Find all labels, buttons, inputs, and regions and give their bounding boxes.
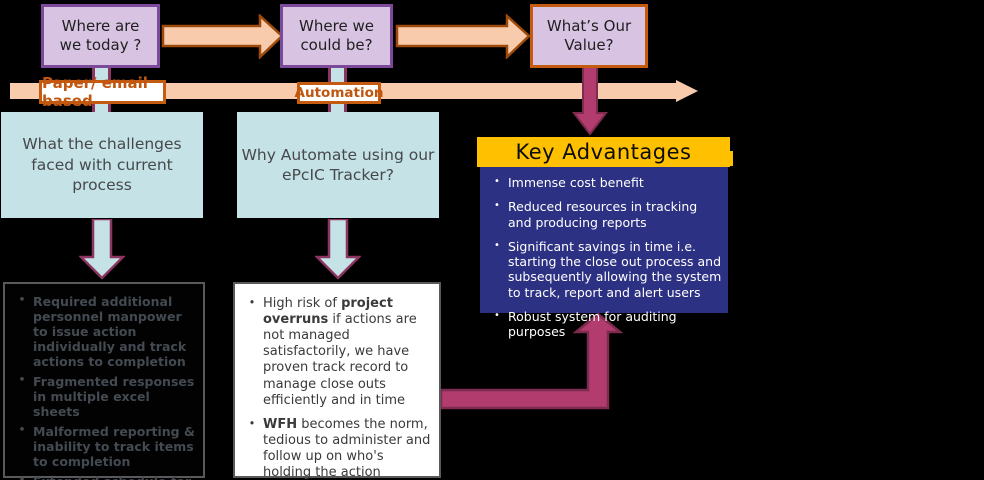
arrow-today-to-future-icon — [161, 14, 284, 59]
bullet-item: • Reduced resources in tracking and produ… — [486, 199, 722, 230]
bullet-text-bold-segment: WFH — [263, 416, 298, 432]
bullet-marker-icon: • — [494, 309, 500, 321]
bullet-text-segment: Robust system for auditing purposes — [508, 308, 677, 339]
bullet-item: • High risk of project overruns if action… — [241, 296, 435, 409]
key-advantages-body: • Immense cost benefit • Reduced resources … — [480, 167, 728, 339]
bullet-item: • Malformed reporting & inability to trac… — [11, 423, 199, 469]
challenges-list-box: • Required additional personnel manpower … — [3, 282, 205, 480]
bullet-text: Required additional personnel manpower t… — [33, 294, 199, 369]
bullet-marker-icon: • — [494, 200, 500, 212]
bullet-text: Malformed reporting & inability to track… — [33, 424, 199, 469]
bullet-item: • Fragmented responses in multiple excel … — [11, 373, 199, 419]
bullet-text-segment: if actions are not managed satisfactoril… — [263, 312, 417, 408]
bullet-text: WFH becomes the norm, tedious to adminis… — [263, 417, 435, 480]
bullet-marker-icon: • — [248, 296, 256, 309]
key-advantages-notch — [727, 151, 733, 166]
bullet-item: • WFH becomes the norm, tedious to admini… — [241, 417, 435, 480]
advantages-list: • Immense cost benefit • Reduced resources … — [480, 167, 728, 339]
stage-box-value: What’s Our Value? — [530, 4, 648, 68]
key-advantages-header: Key Advantages — [477, 137, 730, 167]
bullet-marker-icon: • — [494, 176, 500, 187]
bullet-item: • Immense cost benefit — [486, 175, 722, 190]
bullet-text-segment: High risk of — [263, 296, 342, 311]
question-box-challenges: What the challenges faced with current p… — [1, 112, 203, 218]
question-box-why-automate: Why Automate using our ePcIC Tracker? — [237, 112, 439, 218]
bullet-text: Immense cost benefit — [508, 175, 722, 190]
bullet-text: Fragmented responses in multiple excel s… — [33, 374, 199, 419]
band-label-paper-email: Paper/ email based — [39, 74, 166, 110]
bullet-item: • Robust system for auditing purposes — [486, 309, 722, 340]
bullet-text-bold-segment: Malformed reporting & inability to track… — [33, 424, 195, 469]
bullet-marker-icon: • — [18, 293, 26, 306]
bullet-text: High risk of project overruns if actions… — [263, 296, 435, 409]
challenges-list: • Required additional personnel manpower … — [5, 284, 203, 480]
stage-box-future: Where we could be? — [280, 4, 393, 68]
bullet-text-bold-segment: project overruns — [263, 296, 393, 328]
bullet-item: • Significant savings in time i.e. starti… — [486, 239, 722, 300]
reasons-list-box: • High risk of project overruns if action… — [233, 282, 441, 480]
bullet-item: • Required additional personnel manpower … — [11, 293, 199, 369]
stage-box-today: Where are we today ? — [41, 4, 160, 68]
bullet-text-segment: Immense cost benefit — [508, 175, 644, 190]
bullet-text: Reduced resources in tracking and produc… — [508, 199, 722, 230]
bullet-text-bold-segment: Fragmented responses in multiple excel s… — [33, 374, 195, 419]
bullet-marker-icon: • — [18, 423, 26, 436]
bullet-text: Extended schedule for closing out 100’s … — [33, 474, 199, 480]
bullet-marker-icon: • — [248, 416, 256, 430]
bullet-item: • Extended schedule for closing out 100’s… — [11, 473, 199, 480]
elbow-arrow-to-advantages-icon — [441, 312, 624, 410]
bullet-marker-icon: • — [494, 239, 500, 251]
bullet-text-bold-segment: Required additional personnel manpower t… — [33, 294, 187, 369]
bullet-text-bold-segment: Extended schedule for closing out 100’s … — [33, 474, 191, 480]
down-arrow-challenges-icon — [79, 219, 125, 280]
reasons-list: • High risk of project overruns if action… — [235, 284, 439, 480]
bullet-text: Robust system for auditing purposes — [508, 309, 722, 340]
bullet-text-segment: Reduced resources in tracking and produc… — [508, 199, 698, 230]
bullet-marker-icon: • — [18, 373, 26, 386]
arrow-future-to-value-icon — [395, 14, 531, 59]
bullet-text-segment: becomes the norm, tedious to administer … — [263, 416, 431, 480]
connector-value-arrow-icon — [572, 65, 608, 136]
down-arrow-reasons-icon — [315, 219, 361, 280]
bullet-text: Significant savings in time i.e. startin… — [508, 239, 722, 300]
band-label-automation: Automation — [295, 82, 383, 104]
bullet-marker-icon: • — [18, 473, 26, 480]
bullet-text-segment: Significant savings in time i.e. startin… — [508, 238, 722, 300]
